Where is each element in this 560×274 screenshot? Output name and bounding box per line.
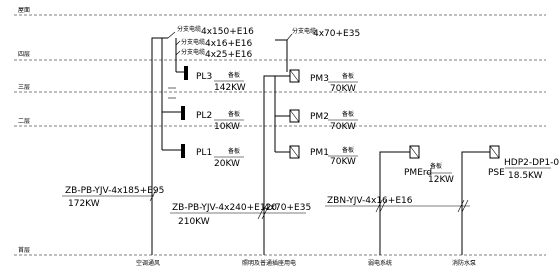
cable-tag-d: 分支电缆 [292, 27, 316, 35]
pm1-panel-diag [289, 145, 300, 159]
system-label-3: 弱电系统 [368, 259, 392, 267]
pl1-panel-symbol [181, 144, 185, 158]
feeder-3-slash-d [461, 199, 469, 213]
cable-tag-b: 分支电缆 [181, 38, 205, 46]
pse-power: 18.5KW [508, 171, 543, 181]
system-label-1: 空调通风 [136, 259, 160, 267]
system-label-4: 消防水泵 [452, 259, 476, 267]
pl-riser-group [151, 31, 188, 255]
feeder-2-cable: ZB-PB-YJV-4x240+E120 [172, 203, 277, 213]
feeder-2-slash-a [257, 206, 265, 220]
pm-riser-group [263, 33, 300, 255]
panel-pm3-power: 70KW [330, 84, 356, 94]
pm1-panel-symbol [289, 145, 300, 159]
pmerd-panel-symbol [409, 145, 420, 159]
floor-label-roof: 屋面 [18, 7, 30, 14]
panel-pm1-tag: 备板 [342, 146, 354, 154]
floor-label-4: 四层 [18, 51, 30, 58]
pl2-panel-symbol [181, 106, 185, 120]
pse-group [461, 145, 500, 255]
floor-label-2: 二层 [18, 118, 30, 125]
pse-riser-line [461, 151, 490, 255]
cable-leader-1 [167, 31, 176, 39]
panel-pl3-tag: 备板 [228, 71, 240, 79]
system-label-2: 照明及普通插座用电 [242, 259, 296, 267]
panel-pm1-power: 70KW [330, 157, 356, 167]
feeder-2-cable2: 4x70+E35 [264, 203, 311, 213]
panel-pm2-power: 70KW [330, 122, 356, 132]
panel-pl1-tag: 备板 [228, 147, 240, 155]
feeder-1-slash [149, 189, 157, 202]
pm-cable-leader [286, 33, 293, 41]
feeder-3-slash-a [375, 199, 383, 213]
panel-pl3-power: 142KW [214, 83, 246, 93]
feeder-3-slash-b [379, 199, 387, 213]
feeder-2-power: 210KW [178, 217, 210, 227]
cable-spec-4: 4x70+E35 [313, 29, 360, 39]
cable-spec-2: 4x16+E16 [205, 39, 252, 49]
panel-pl2-power: 10KW [214, 122, 240, 132]
panel-pl2-id: PL2 [196, 111, 212, 121]
floor-lines [14, 14, 546, 256]
feeder-2-slash-b [261, 206, 269, 220]
panel-pl3-id: PL3 [196, 72, 212, 82]
panel-pm2-id: PM2 [310, 112, 329, 122]
pse-label: PSE [488, 168, 505, 178]
panel-pmerd-power: 12KW [428, 175, 454, 185]
cable-leader-2 [175, 40, 181, 46]
cable-leader-3 [175, 50, 181, 56]
floor-label-3: 三层 [18, 84, 30, 91]
pl3-panel-symbol [184, 66, 188, 80]
panel-pm1-id: PM1 [310, 148, 329, 158]
panel-pm3-id: PM3 [310, 74, 329, 84]
pm3-panel-diag [289, 69, 300, 83]
pse-panel-symbol [489, 145, 500, 159]
panel-pmerd-id: PMErd [404, 168, 432, 178]
cable-tag-c: 分支电缆 [181, 48, 205, 56]
panel-pmerd-tag: 备板 [430, 162, 442, 170]
pm3-panel-symbol [289, 69, 300, 83]
feeder-1-cable: ZB-PB-YJV-4x185+E95 [65, 186, 164, 196]
pmerd-panel-diag [409, 145, 420, 159]
cable-spec-1: 4x150+E16 [201, 27, 254, 37]
feeder-1-power: 172KW [68, 199, 100, 209]
panel-pl2-tag: 备板 [228, 110, 240, 118]
feeder-3-slash-c [457, 199, 465, 213]
cable-tag-a: 分支电缆 [177, 25, 201, 33]
pm2-panel-symbol [289, 109, 300, 123]
pl-riser-line [151, 37, 168, 255]
panel-pm3-tag: 备板 [342, 72, 354, 80]
panel-pl1-id: PL1 [196, 148, 212, 158]
pmerd-riser-line [379, 151, 410, 255]
panel-pm2-tag: 备板 [342, 110, 354, 118]
pm-riser-top [275, 39, 288, 72]
pse-panel-diag [489, 145, 500, 159]
floor-label-base: 首层 [18, 246, 30, 254]
pmerd-group [379, 145, 420, 255]
pse-id: HDP2-DP1-01 [504, 158, 560, 168]
feeder-3-cable: ZBN-YJV-4x16+E16 [327, 196, 413, 206]
panel-pl1-power: 20KW [214, 159, 240, 169]
pm2-panel-diag [289, 109, 300, 123]
cable-spec-3: 4x25+E16 [205, 50, 252, 60]
